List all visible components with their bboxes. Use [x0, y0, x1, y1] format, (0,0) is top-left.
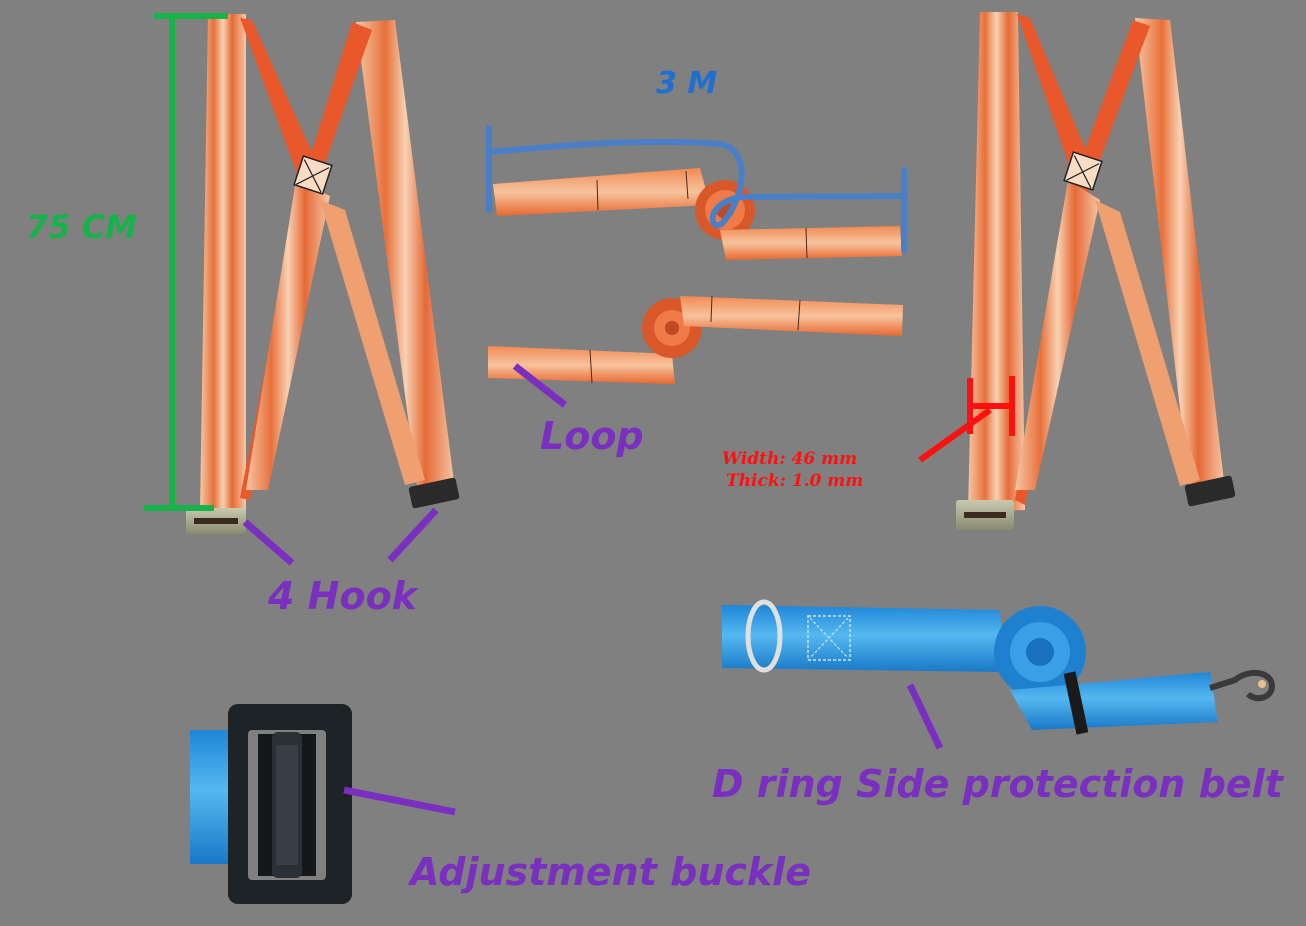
buckle-pointer [343, 786, 456, 816]
d-ring-side-protection-belt [722, 599, 1276, 735]
label-loop: Loop [540, 414, 644, 458]
label-thick: Thick: 1.0 mm [726, 471, 864, 491]
dimension-75cm [144, 13, 228, 511]
label-3m: 3 M [656, 66, 718, 101]
left-harness [186, 14, 460, 534]
straight-strap-upper [493, 168, 902, 260]
hook-pointer-left [242, 519, 295, 566]
hook-pointer-right [387, 507, 439, 563]
hook-icon [1184, 475, 1236, 507]
d-ring-icon [745, 599, 783, 673]
belt-pointer [906, 683, 944, 750]
label-75cm: 75 CM [26, 208, 137, 246]
snap-hook-icon [1209, 669, 1276, 702]
dimension-3m [486, 125, 908, 253]
right-harness [956, 12, 1236, 530]
adjustment-buckle [190, 704, 352, 904]
label-hook: 4 Hook [268, 574, 417, 618]
label-width: Width: 46 mm [722, 449, 858, 469]
width-marker [918, 376, 1015, 463]
label-d-ring-belt: D ring Side protection belt [712, 762, 1283, 806]
hook-icon [408, 477, 460, 509]
straight-strap-lower [488, 295, 903, 384]
label-adjustment-buckle: Adjustment buckle [410, 850, 811, 894]
loop-pointer [512, 363, 568, 408]
